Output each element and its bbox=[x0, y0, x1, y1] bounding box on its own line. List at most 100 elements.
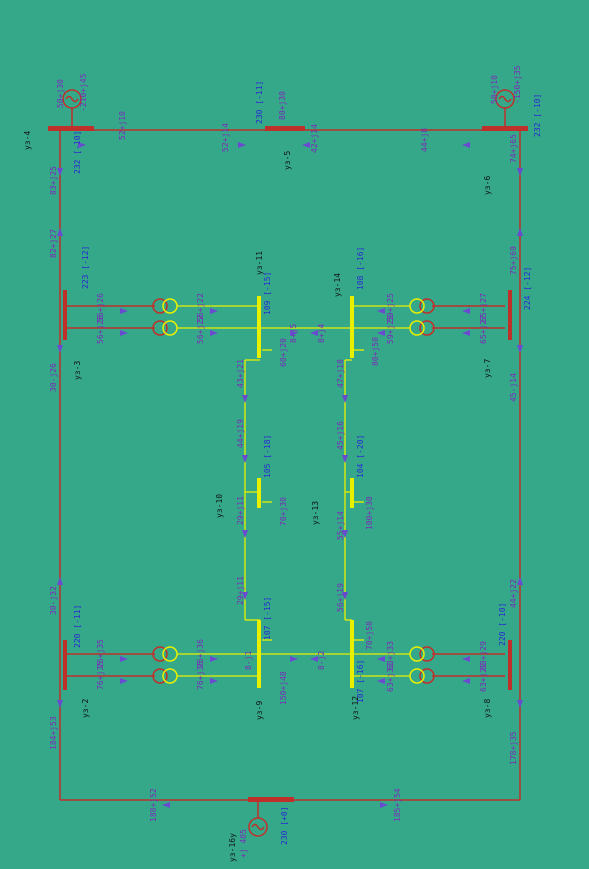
flow-4-5b: 52+j14 bbox=[221, 123, 230, 152]
flow-10-9b: 29+j11 bbox=[236, 576, 245, 605]
load-14: 80+j50 bbox=[371, 337, 380, 366]
flow-10-9a: 29+j11 bbox=[236, 496, 245, 525]
gen-6-q: -150+j35 bbox=[513, 65, 522, 104]
flow-t7c: 65+j27 bbox=[479, 293, 488, 322]
bus-16[interactable] bbox=[248, 797, 294, 802]
generator-6-icon[interactable] bbox=[495, 89, 515, 126]
flow-5-6a: 42+j14 bbox=[310, 124, 319, 153]
flow-t7a: 59+j25 bbox=[386, 293, 395, 322]
flow-t2c: 76+j36 bbox=[196, 639, 205, 668]
lv-network bbox=[177, 305, 410, 677]
flow-2-up: 30-j32 bbox=[49, 586, 58, 615]
bus-10[interactable] bbox=[257, 478, 261, 508]
transformer-8-12b[interactable] bbox=[409, 668, 435, 684]
generators bbox=[62, 89, 515, 837]
flow-t2a: 76+j35 bbox=[96, 639, 105, 668]
bus-11-name: уз-11 bbox=[255, 251, 264, 275]
flow-8-down: 178+j35 bbox=[509, 731, 518, 765]
bus-13-name: уз-13 bbox=[311, 501, 320, 525]
gen-load-labels: 50+j30 -210+j45 50+j10 -150+j35 +j 405 8… bbox=[56, 65, 522, 858]
bus-5-name: уз-5 bbox=[283, 151, 292, 170]
flow-t8c: 63+j29 bbox=[479, 641, 488, 670]
bus-7-name: уз-7 bbox=[483, 359, 492, 378]
flow-t8d: 63+j29 bbox=[479, 663, 488, 692]
transformers bbox=[152, 298, 435, 684]
bus-16-name: уз-16у bbox=[228, 833, 237, 862]
bus-6-voltage: 232 [-10] bbox=[533, 94, 542, 137]
flow-t3a: 56+j26 bbox=[96, 293, 105, 322]
flow-arrows bbox=[57, 142, 523, 808]
flow-16-right: 185+j54 bbox=[393, 788, 402, 822]
bus-6[interactable] bbox=[482, 126, 528, 131]
flow-8-up: 44+j22 bbox=[509, 579, 518, 608]
flow-t2b: 76+j35 bbox=[96, 661, 105, 690]
bus-16-voltage: 230 [+0] bbox=[280, 806, 289, 845]
bus-8-name: уз-8 bbox=[483, 699, 492, 718]
flow-t8b: 63+j33 bbox=[386, 663, 395, 692]
bus-13[interactable] bbox=[350, 478, 354, 508]
flow-4-5a: 52+j10 bbox=[118, 111, 127, 140]
flow-7-down: 45-j14 bbox=[509, 373, 518, 402]
bus-5-voltage: 230 [-11] bbox=[255, 81, 264, 124]
bus-11[interactable] bbox=[257, 296, 261, 358]
flow-14-13b: 45+j16 bbox=[336, 421, 345, 450]
bus-2-name: уз-2 bbox=[81, 699, 90, 718]
load-9: 150+j48 bbox=[279, 671, 288, 705]
transformer-3-11a[interactable] bbox=[152, 298, 178, 314]
bus-14[interactable] bbox=[350, 296, 354, 358]
bus-3-voltage: 223 [-12] bbox=[81, 246, 90, 289]
transformer-7-14b[interactable] bbox=[409, 320, 435, 336]
flow-14-11: 8+j4 bbox=[317, 324, 326, 343]
flow-t7d: 65+j27 bbox=[479, 315, 488, 344]
flow-t2d: 76+j36 bbox=[196, 661, 205, 690]
bus-13-voltage: 104 [-20] bbox=[356, 435, 365, 478]
transformer-3-11b[interactable] bbox=[152, 320, 178, 336]
flow-2-down: 184+j53 bbox=[49, 716, 58, 750]
bus-4-voltage: 232 [-10] bbox=[73, 131, 82, 174]
flow-11-10b: 44+j19 bbox=[236, 419, 245, 448]
bus-9[interactable] bbox=[257, 620, 261, 688]
load-10: 70+j30 bbox=[279, 497, 288, 526]
bus-5[interactable] bbox=[265, 126, 305, 131]
flow-9-12a: 8-j1 bbox=[244, 651, 253, 670]
bus-4[interactable] bbox=[48, 126, 94, 131]
generator-16-icon[interactable] bbox=[248, 802, 268, 837]
load-5: 80+j30 bbox=[278, 91, 287, 120]
bus-8[interactable] bbox=[508, 640, 512, 690]
transformer-2-9a[interactable] bbox=[152, 646, 178, 662]
load-13: 100+j30 bbox=[365, 496, 374, 530]
transformer-2-9b[interactable] bbox=[152, 668, 178, 684]
bus-10-name: уз-10 bbox=[215, 494, 224, 518]
bus-3-name: уз-3 bbox=[73, 361, 82, 380]
flow-11-10a: 43+j21 bbox=[236, 359, 245, 388]
bus-6-name: уз-6 bbox=[483, 176, 492, 195]
flow-13-12b: 56+j19 bbox=[336, 583, 345, 612]
generator-4-icon[interactable] bbox=[62, 89, 82, 126]
flow-11-14: 8+j5 bbox=[289, 324, 298, 343]
flow-3-up: 82+j27 bbox=[49, 229, 58, 258]
flow-3-down: 30-j26 bbox=[49, 363, 58, 392]
bus-11-voltage: 109 [-15] bbox=[263, 272, 272, 315]
transformer-7-14a[interactable] bbox=[409, 298, 435, 314]
gen-4-p: 50+j30 bbox=[56, 79, 65, 108]
hv-network bbox=[59, 129, 521, 801]
bus-3[interactable] bbox=[63, 290, 67, 340]
flow-t8a: 63+j33 bbox=[386, 641, 395, 670]
flow-t3d: 56+j22 bbox=[196, 315, 205, 344]
bus-10-voltage: 105 [-18] bbox=[263, 435, 272, 478]
bus-2[interactable] bbox=[63, 640, 67, 690]
gen-16-p: +j 405 bbox=[239, 829, 248, 858]
bus-9-voltage: 107 [-15] bbox=[263, 597, 272, 640]
bus-9-name: уз-9 bbox=[255, 701, 264, 720]
flow-t3c: 56+j22 bbox=[196, 293, 205, 322]
bus-12[interactable] bbox=[350, 620, 354, 688]
bus-14-name: уз-14 bbox=[333, 273, 342, 297]
bus-names: уз-4 уз-5 уз-6 уз-3 уз-7 уз-2 уз-8 уз-16… bbox=[23, 131, 492, 862]
bus-7[interactable] bbox=[508, 290, 512, 340]
transformer-8-12a[interactable] bbox=[409, 646, 435, 662]
flow-7-up: 75+j69 bbox=[509, 246, 518, 275]
bus-voltages: 232 [-10] 230 [-11] 232 [-10] 223 [-12] … bbox=[73, 81, 542, 845]
flow-9-12b: 8-j2 bbox=[317, 651, 326, 670]
